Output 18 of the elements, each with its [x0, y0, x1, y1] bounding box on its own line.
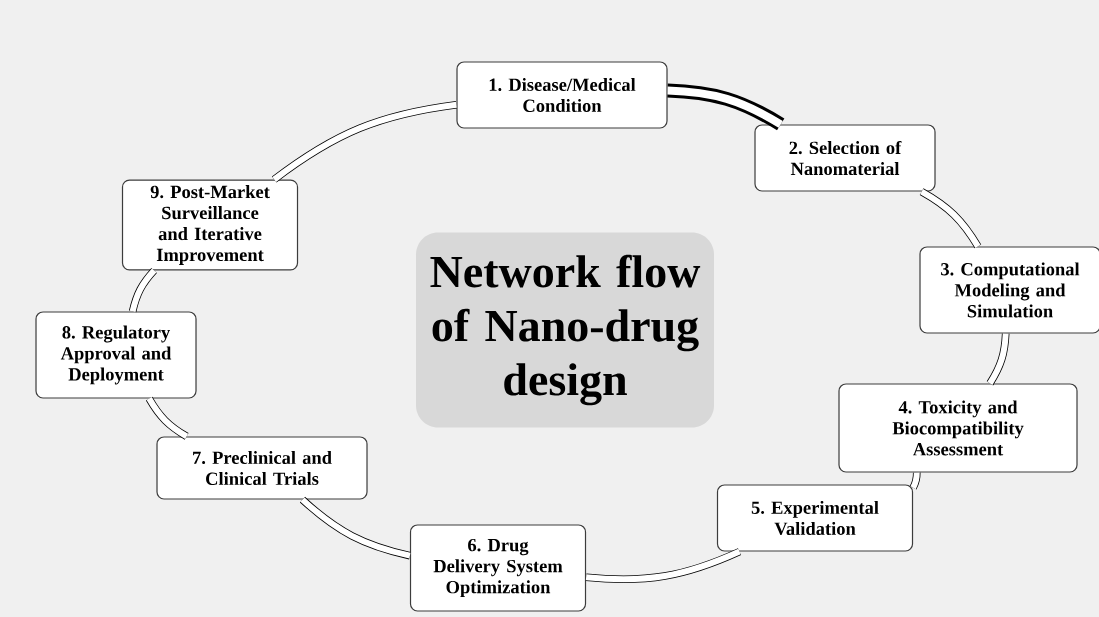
step-box: 6. Drug Delivery System Optimization	[409, 524, 587, 612]
ring-connector	[585, 548, 742, 584]
ring-connector	[986, 333, 1010, 386]
ring-connector	[128, 267, 157, 313]
step-box: 5. Experimental Validation	[716, 484, 914, 552]
step-box: 3. Computational Modeling and Simulation	[919, 246, 1099, 334]
step-box: 4. Toxicity and Biocompatibility Assessment	[838, 383, 1078, 473]
title-box: Network flow of Nano-drug design	[416, 232, 714, 428]
step-box: 7. Preclinical and Clinical Trials	[156, 436, 368, 500]
step-box: 9. Post-Market Surveillance and Iterative Improvement	[121, 179, 299, 271]
step-box: 2. Selection of Nanomaterial	[754, 124, 936, 192]
ring-connector	[919, 188, 982, 249]
ring-connector	[271, 100, 457, 183]
ring-connector	[909, 472, 921, 490]
step-box: 8. Regulatory Approval and Deployment	[35, 311, 197, 399]
ring-connector	[145, 396, 189, 440]
ring-connector	[299, 496, 411, 560]
step-box: 1. Disease/Medical Condition	[456, 61, 668, 129]
